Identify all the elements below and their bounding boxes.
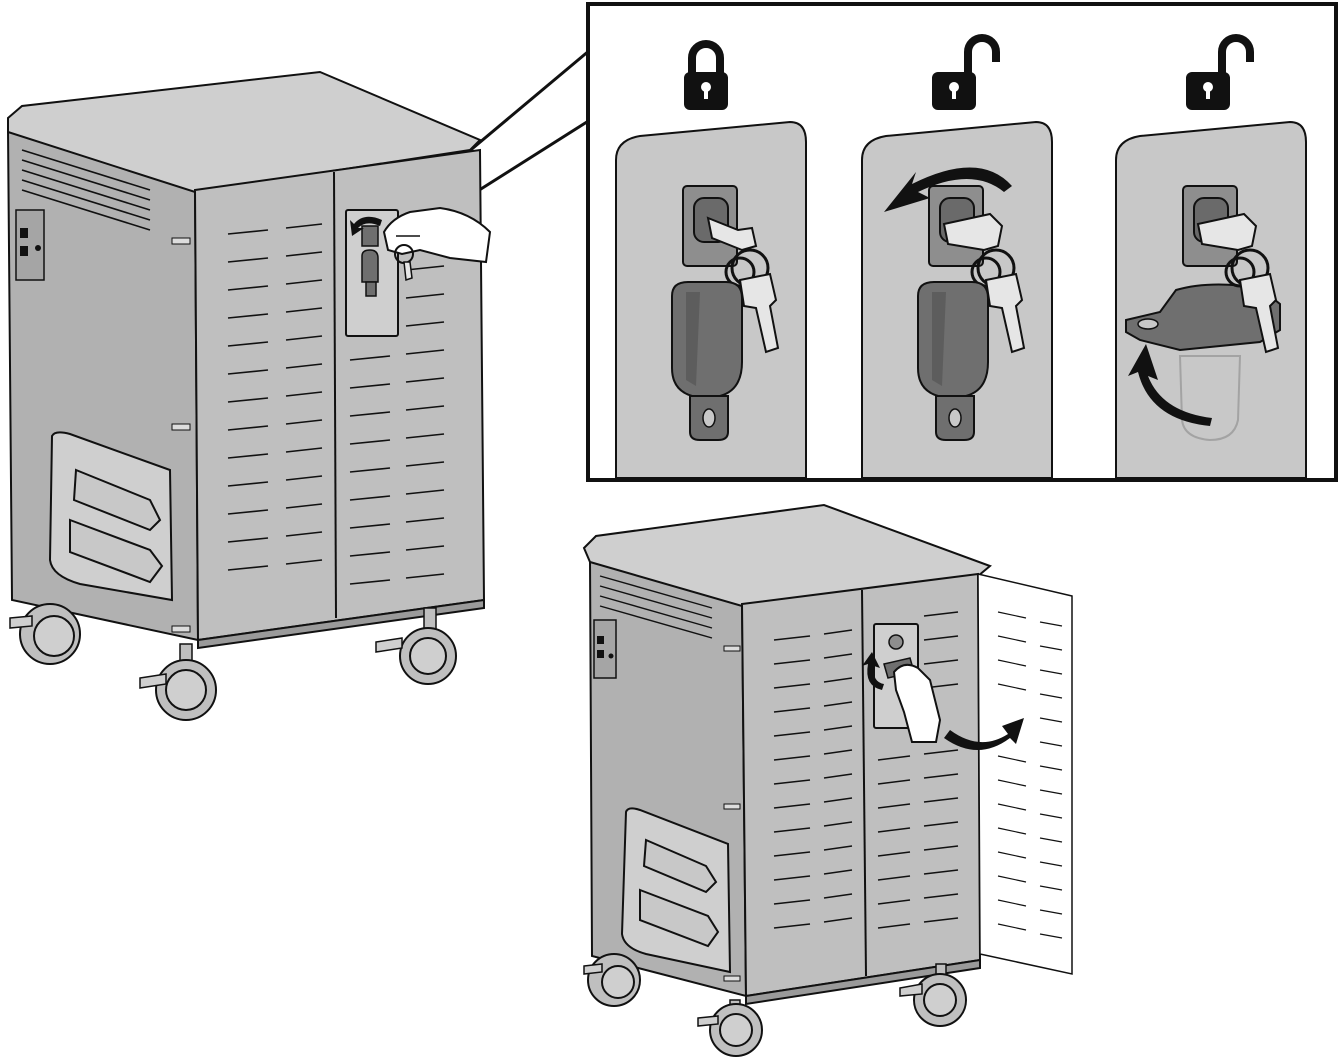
lock-open-icon [1186, 34, 1254, 110]
cart-closed [6, 70, 492, 721]
key-head [706, 216, 758, 252]
latch-handle [917, 281, 989, 400]
turn-arrow [350, 216, 382, 236]
turn-counterclockwise-arrow [884, 167, 1012, 212]
spare-key [1238, 272, 1280, 354]
callout-panel-handle-lifted [1115, 34, 1307, 479]
caster-wheel [583, 953, 641, 1007]
spare-key [984, 272, 1026, 354]
vent-slots-right [349, 265, 445, 585]
power-outlet [15, 209, 45, 281]
lift-handle-arrow [1128, 344, 1212, 426]
latch-handle [671, 281, 743, 400]
side-vents [21, 149, 151, 231]
hand [892, 663, 942, 743]
door-split [333, 171, 337, 619]
key-head [1196, 212, 1258, 252]
callout-panel-unlocked-turn [861, 34, 1053, 479]
handle-ghost [1178, 355, 1242, 442]
cart-opening [582, 503, 1073, 1057]
side-vents [599, 575, 713, 639]
cart-top [7, 70, 482, 194]
open-door-slots [997, 611, 1063, 939]
vent-slots-left [773, 629, 853, 929]
key-head [942, 212, 1004, 252]
caster-wheel [697, 999, 763, 1057]
vent-slots-left [227, 223, 323, 571]
lock-open-icon [932, 34, 1000, 110]
lift-arrow [862, 652, 884, 690]
pull-door-arrow [944, 718, 1024, 750]
caster-wheel [9, 603, 81, 665]
lock-closed-icon [684, 40, 728, 110]
caster-wheel [899, 963, 967, 1027]
cart-top [582, 503, 992, 608]
spare-key [738, 272, 780, 354]
vent-slots-right [877, 611, 959, 929]
open-door [977, 573, 1073, 975]
caster-wheel [375, 607, 457, 685]
callout-panel-locked [615, 40, 807, 479]
power-outlet [593, 619, 617, 679]
caster-wheel [139, 643, 217, 721]
